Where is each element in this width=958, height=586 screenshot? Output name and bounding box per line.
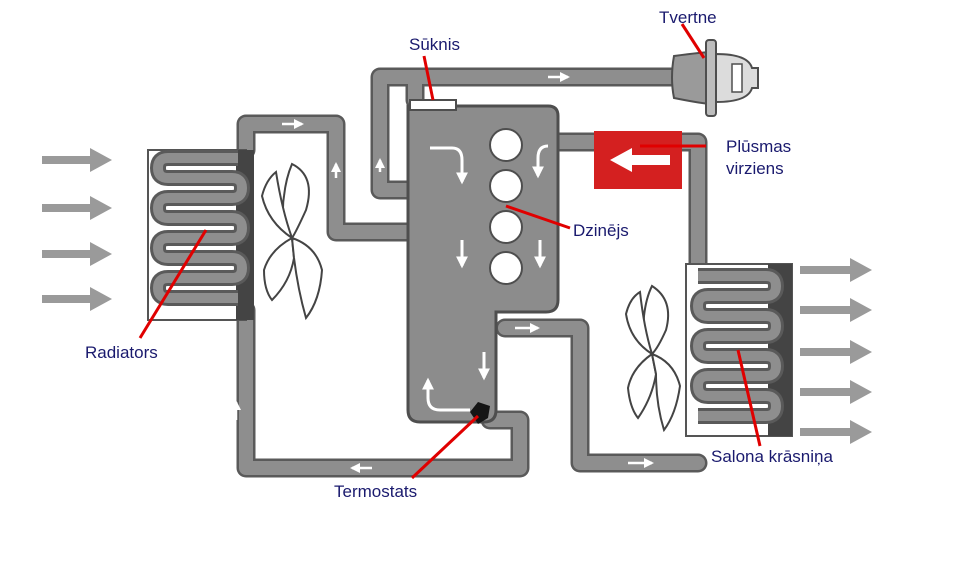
air-arrow-in-3: [42, 242, 112, 266]
cylinder-4: [489, 251, 523, 285]
pump-housing: [409, 99, 457, 111]
air-arrow-out-5: [800, 420, 872, 444]
air-arrow-in-1: [42, 148, 112, 172]
engine-block: [406, 99, 560, 424]
expansion-tank: [671, 39, 759, 117]
radiator-bottom-pipe: [239, 303, 527, 475]
leader-thermostat: [410, 414, 480, 480]
air-arrow-out-2: [800, 298, 872, 322]
radiator: [147, 149, 254, 321]
label-tank: Tvertne: [659, 8, 717, 27]
label-thermostat: Termostats: [334, 482, 417, 501]
pipe-flow-arrows: [231, 72, 654, 473]
leader-pump: [422, 55, 435, 101]
air-arrow-out-4: [800, 380, 872, 404]
cylinder-1: [489, 128, 523, 162]
air-arrow-out-1: [800, 258, 872, 282]
leader-lines: [138, 23, 762, 480]
flow-direction-box: [594, 131, 682, 189]
cylinder-3: [489, 210, 523, 244]
cylinder-2: [489, 169, 523, 203]
leader-radiator: [138, 229, 208, 339]
leader-tank: [680, 23, 706, 59]
label-pump: Sūknis: [409, 35, 460, 54]
label-engine: Dzinējs: [573, 221, 629, 240]
air-arrow-in-2: [42, 196, 112, 220]
outgoing-air-arrows: [800, 258, 872, 444]
air-arrow-in-4: [42, 287, 112, 311]
leader-engine: [505, 204, 571, 230]
incoming-air-arrows: [42, 148, 112, 311]
air-arrow-out-3: [800, 340, 872, 364]
radiator-fan: [260, 162, 324, 321]
label-radiator: Radiators: [85, 343, 158, 362]
cabin-heater-core: [685, 263, 793, 437]
leader-heater: [736, 349, 762, 447]
heater-fan: [624, 284, 682, 433]
pump-return-pipe: [373, 70, 425, 197]
label-cabin-heater: Salona krāsniņa: [711, 447, 833, 466]
radiator-top-pipe: [239, 117, 425, 239]
